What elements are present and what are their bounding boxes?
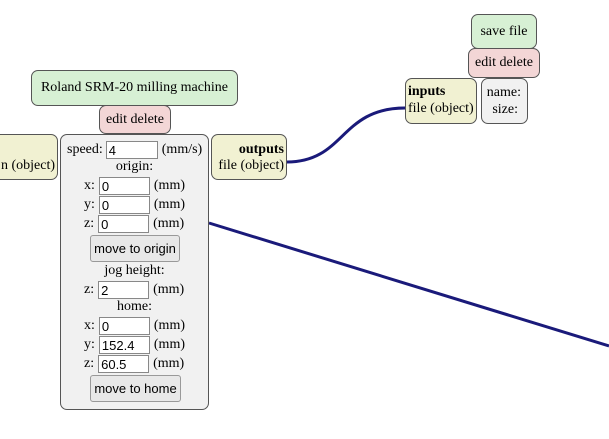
origin-z-unit: (mm) — [153, 216, 185, 231]
outputs-port[interactable]: outputs file (object) — [211, 134, 287, 180]
left-input-port[interactable]: n (object) — [0, 134, 58, 180]
origin-heading-row: origin: — [61, 159, 208, 175]
outputs-type: file (object) — [218, 158, 284, 173]
inputs-type: file (object) — [408, 101, 474, 116]
move-to-home-button[interactable]: move to home — [90, 375, 181, 402]
edit-delete-label: edit delete — [475, 55, 533, 70]
home-y-row: y: (mm) — [84, 336, 185, 354]
inputs-title: inputs — [408, 84, 446, 99]
speed-unit: (mm/s) — [161, 142, 203, 157]
move-to-origin-button[interactable]: move to origin — [90, 235, 180, 262]
edit-delete-label: edit delete — [106, 111, 164, 127]
outputs-to-inputs-link — [286, 106, 406, 164]
inputs-port[interactable]: inputs file (object) — [405, 78, 477, 124]
jog-z-unit: (mm) — [153, 282, 185, 297]
origin-y-input[interactable] — [98, 196, 150, 214]
origin-z-input[interactable] — [98, 215, 150, 233]
move-to-home-label: move to home — [94, 381, 177, 396]
machine-title: Roland SRM-20 milling machine — [40, 80, 229, 95]
origin-x-label: x: — [84, 178, 95, 193]
jog-z-row: z: (mm) — [84, 281, 184, 299]
outputs-title: outputs — [238, 142, 284, 157]
jog-height-heading-row: jog height: — [61, 263, 208, 279]
origin-x-row: x: (mm) — [84, 177, 185, 195]
save-file-label: save file — [480, 23, 528, 39]
origin-z-label: z: — [84, 216, 95, 231]
home-label: home: — [117, 299, 152, 314]
jog-z-label: z: — [84, 282, 95, 297]
home-z-label: z: — [84, 356, 95, 371]
origin-label: origin: — [115, 159, 154, 174]
outgoing-link — [208, 221, 609, 348]
home-x-unit: (mm) — [153, 318, 185, 333]
left-input-type: n (object) — [0, 158, 55, 173]
home-y-unit: (mm) — [153, 337, 185, 352]
home-heading-row: home: — [61, 299, 208, 315]
origin-y-unit: (mm) — [153, 197, 185, 212]
machine-title-button[interactable]: Roland SRM-20 milling machine — [31, 70, 238, 106]
edit-delete-machine[interactable]: edit delete — [99, 105, 171, 134]
jog-height-label: jog height: — [104, 263, 165, 278]
origin-y-label: y: — [84, 197, 95, 212]
origin-x-unit: (mm) — [153, 178, 185, 193]
home-z-row: z: (mm) — [84, 355, 184, 373]
home-y-label: y: — [84, 337, 95, 352]
origin-z-row: z: (mm) — [84, 215, 184, 233]
home-x-row: x: (mm) — [84, 317, 185, 335]
save-file-button[interactable]: save file — [471, 14, 537, 49]
edit-delete-top[interactable]: edit delete — [468, 48, 540, 78]
speed-input[interactable] — [105, 141, 158, 159]
machine-settings-panel: speed: (mm/s) origin: x: (mm) y: (mm) z:… — [60, 134, 209, 410]
speed-row: speed: (mm/s) — [67, 141, 202, 159]
home-x-label: x: — [84, 318, 95, 333]
name-label: name: — [486, 85, 521, 100]
home-x-input[interactable] — [98, 317, 150, 335]
origin-x-input[interactable] — [98, 177, 150, 195]
speed-label: speed: — [67, 142, 103, 157]
home-z-input[interactable] — [98, 355, 150, 373]
file-info-panel: name: size: — [481, 78, 528, 124]
jog-z-input[interactable] — [98, 281, 150, 299]
home-z-unit: (mm) — [153, 356, 185, 371]
size-label: size: — [492, 102, 518, 117]
home-y-input[interactable] — [98, 336, 150, 354]
origin-y-row: y: (mm) — [84, 196, 185, 214]
move-to-origin-label: move to origin — [94, 241, 176, 256]
